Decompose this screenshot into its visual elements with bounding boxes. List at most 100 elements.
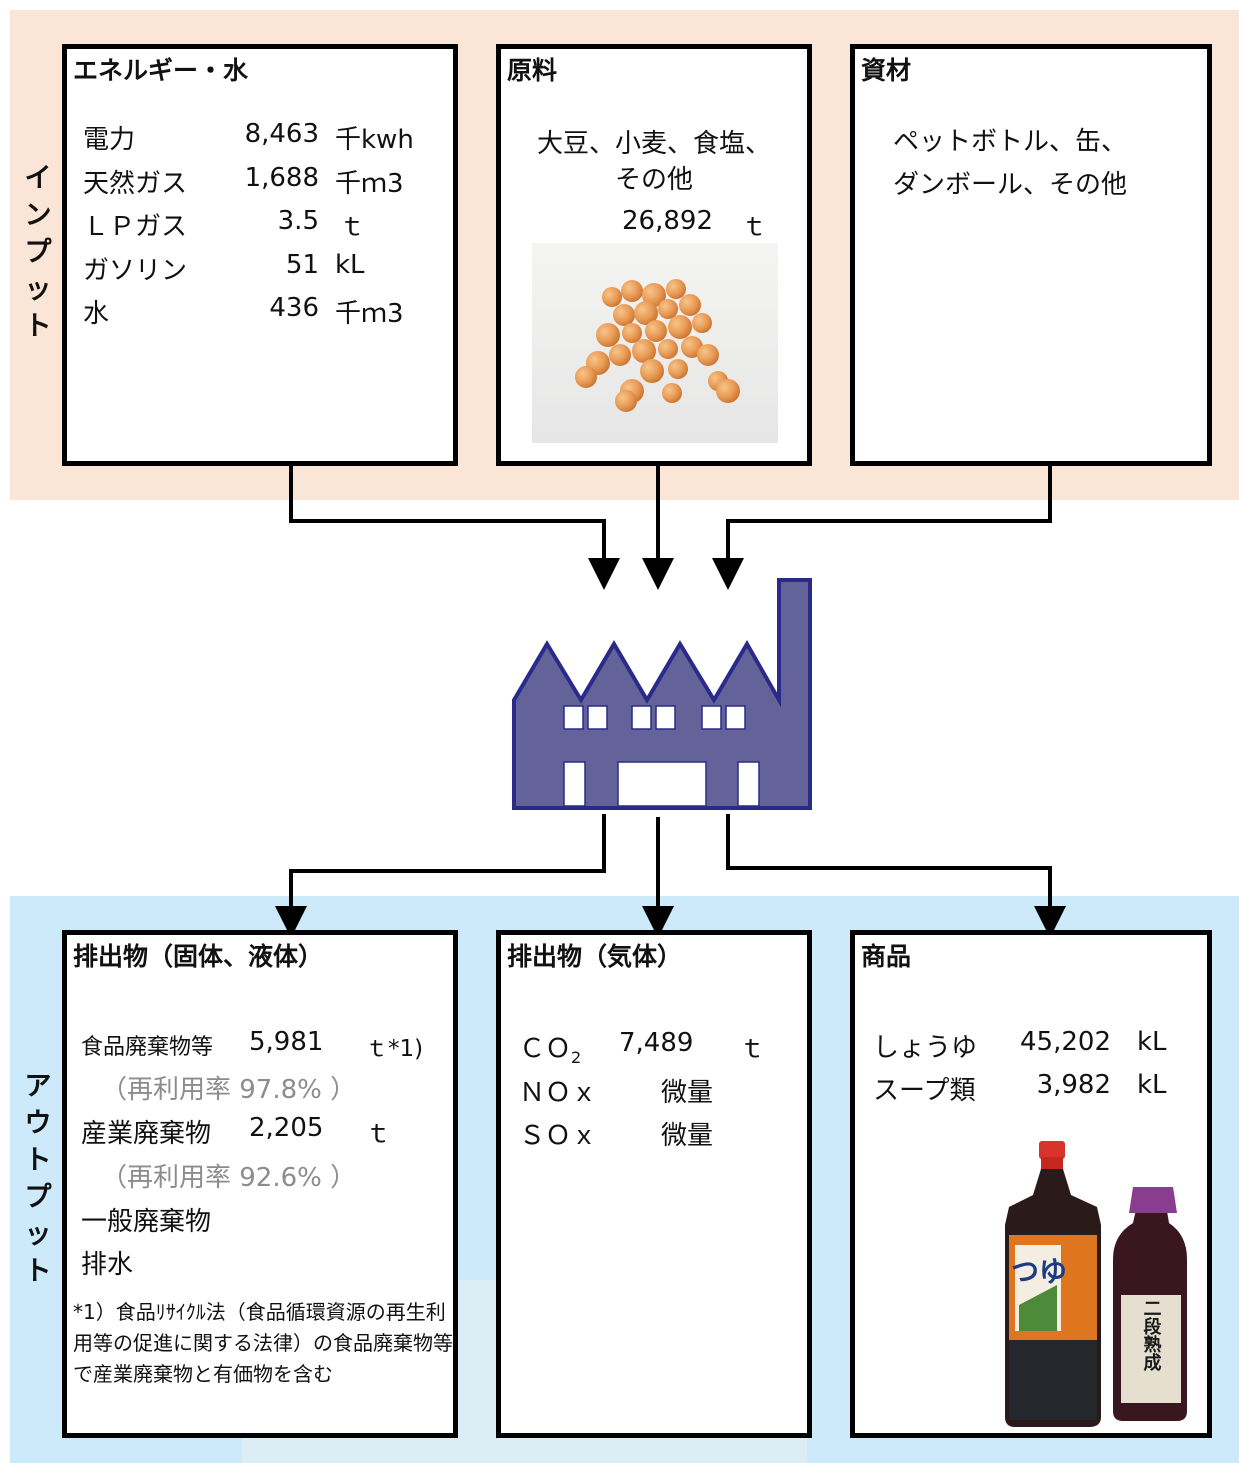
food-waste-recycle-rate: （再利用率 97.8% ） — [101, 1075, 357, 1105]
output-label-char: ト — [24, 1145, 52, 1176]
food-waste-unit: ｔ*1) — [365, 1036, 424, 1062]
soybeans-photo — [532, 243, 778, 443]
raw-material-box: 原料 大豆、小麦、食塩、 その他 26,892 ｔ — [496, 44, 812, 466]
output-label-char: ッ — [24, 1219, 52, 1250]
output-label-char: プ — [24, 1182, 52, 1213]
soybean — [596, 323, 620, 347]
soybean — [642, 283, 666, 307]
output-label-char: ウ — [24, 1108, 52, 1139]
energy-name: 天然ガス — [83, 169, 188, 199]
sox-value: 微量 — [661, 1121, 714, 1151]
product-unit: kL — [1137, 1027, 1167, 1057]
supplies-title: 資材 — [861, 56, 912, 85]
food-waste-name: 食品廃棄物等 — [81, 1035, 214, 1060]
energy-unit: 千ｍ3 — [335, 299, 404, 329]
input-label-char: イ — [24, 163, 52, 194]
nidan-bottle: 二段熟成 — [1113, 1187, 1187, 1421]
co2-value: 7,489 — [619, 1028, 694, 1058]
soybean — [602, 287, 622, 307]
supplies-box: 資材 ペットボトル、缶、 ダンボール、その他 — [850, 44, 1212, 466]
gas-title: 排出物（気体） — [507, 942, 683, 971]
supplies-line1: ペットボトル、缶、 — [893, 127, 1128, 157]
soybean — [640, 359, 664, 383]
bottle1-label: つゆ — [1011, 1255, 1067, 1288]
waste-title: 排出物（固体、液体） — [73, 942, 324, 971]
arrow-factory-to-products — [726, 814, 1066, 938]
product-value: 45,202 — [1020, 1027, 1111, 1057]
products-box: 商品 しょうゆ 45,202 kL スープ類 3,982 kL つゆ 二段熟成 — [850, 930, 1212, 1438]
product-unit: kL — [1137, 1070, 1167, 1100]
arrow-energy-to-factory — [289, 465, 620, 590]
energy-value: 8,463 — [244, 119, 319, 149]
sox-name: ＳＯｘ — [519, 1121, 598, 1151]
energy-value: 3.5 — [277, 206, 319, 236]
soybean — [662, 383, 682, 403]
co2-subscript: 2 — [571, 1048, 582, 1068]
product-name: しょうゆ — [873, 1033, 978, 1063]
factory-icon — [512, 578, 812, 810]
soybean — [679, 294, 701, 316]
material-value: 26,892 — [622, 206, 713, 236]
food-waste-value: 5,981 — [249, 1027, 324, 1057]
energy-unit: 千ｍ3 — [335, 169, 404, 199]
arrow-supplies-to-factory — [712, 465, 1052, 590]
material-line2: その他 — [614, 165, 693, 195]
industrial-waste-recycle-rate: （再利用率 92.6% ） — [101, 1163, 357, 1193]
soybean — [615, 390, 637, 412]
supplies-line2: ダンボール、その他 — [893, 170, 1128, 200]
output-label-char: ア — [24, 1071, 52, 1102]
product-name: スープ類 — [873, 1076, 976, 1106]
energy-name: ガソリン — [83, 256, 188, 286]
soybean — [634, 301, 658, 325]
soybean — [697, 344, 719, 366]
products-title: 商品 — [861, 942, 912, 971]
gas-emissions-box: 排出物（気体） ＣＯ2 7,489 ｔ ＮＯｘ 微量 ＳＯｘ 微量 — [496, 930, 812, 1438]
input-label-char: プ — [24, 237, 52, 268]
soybean — [658, 299, 678, 319]
energy-name: ＬＰガス — [83, 212, 188, 242]
energy-title: エネルギー・水 — [73, 56, 249, 85]
input-label-char: ト — [24, 311, 52, 342]
nox-name: ＮＯｘ — [519, 1078, 598, 1108]
industrial-waste-name: 産業廃棄物 — [81, 1119, 212, 1149]
soybean — [668, 359, 688, 379]
output-label-char: ト — [24, 1256, 52, 1287]
soybean — [716, 379, 740, 403]
input-label-char: ン — [24, 200, 52, 231]
energy-water-box: エネルギー・水 電力 8,463 千kwh 天然ガス 1,688 千ｍ3 ＬＰガ… — [62, 44, 458, 466]
soybean — [632, 339, 656, 363]
solid-liquid-waste-box: 排出物（固体、液体） 食品廃棄物等 5,981 ｔ*1) （再利用率 97.8%… — [62, 930, 458, 1438]
energy-value: 51 — [285, 250, 319, 280]
material-unit: ｔ — [741, 212, 768, 242]
soybean — [666, 279, 686, 299]
soybean — [575, 366, 597, 388]
soybean — [609, 344, 631, 366]
energy-unit: 千kwh — [335, 125, 414, 155]
soybean — [692, 313, 712, 333]
nox-value: 微量 — [661, 1078, 714, 1108]
soybean — [645, 320, 667, 342]
material-title: 原料 — [507, 56, 558, 85]
bottle2-label: 二段熟成 — [1141, 1299, 1162, 1372]
output-label: アウトプット — [18, 1068, 58, 1290]
soybean — [613, 304, 635, 326]
energy-name: 電力 — [83, 125, 136, 155]
general-waste: 一般廃棄物 — [81, 1207, 212, 1237]
product-value: 3,982 — [1036, 1070, 1111, 1100]
energy-unit: ｔ — [339, 212, 366, 242]
soybean — [658, 339, 678, 359]
co2-name: ＣＯ2 — [519, 1028, 581, 1067]
energy-value: 1,688 — [244, 163, 319, 193]
input-label: インプット — [18, 160, 58, 345]
industrial-waste-unit: ｔ — [365, 1119, 392, 1149]
soybean — [622, 323, 642, 343]
soybean — [668, 315, 692, 339]
arrow-factory-to-waste — [275, 814, 606, 938]
food-recycle-law-note: *1）食品ﾘｻｲｸﾙ法（食品循環資源の再生利用等の促進に関する法律）の食品廃棄物… — [73, 1300, 453, 1386]
industrial-waste-value: 2,205 — [249, 1113, 324, 1143]
material-line1: 大豆、小麦、食塩、 — [536, 129, 771, 159]
soy-sauce-bottles-photo: つゆ 二段熟成 — [1005, 1141, 1187, 1427]
drainage: 排水 — [81, 1250, 134, 1280]
soybean — [621, 280, 643, 302]
